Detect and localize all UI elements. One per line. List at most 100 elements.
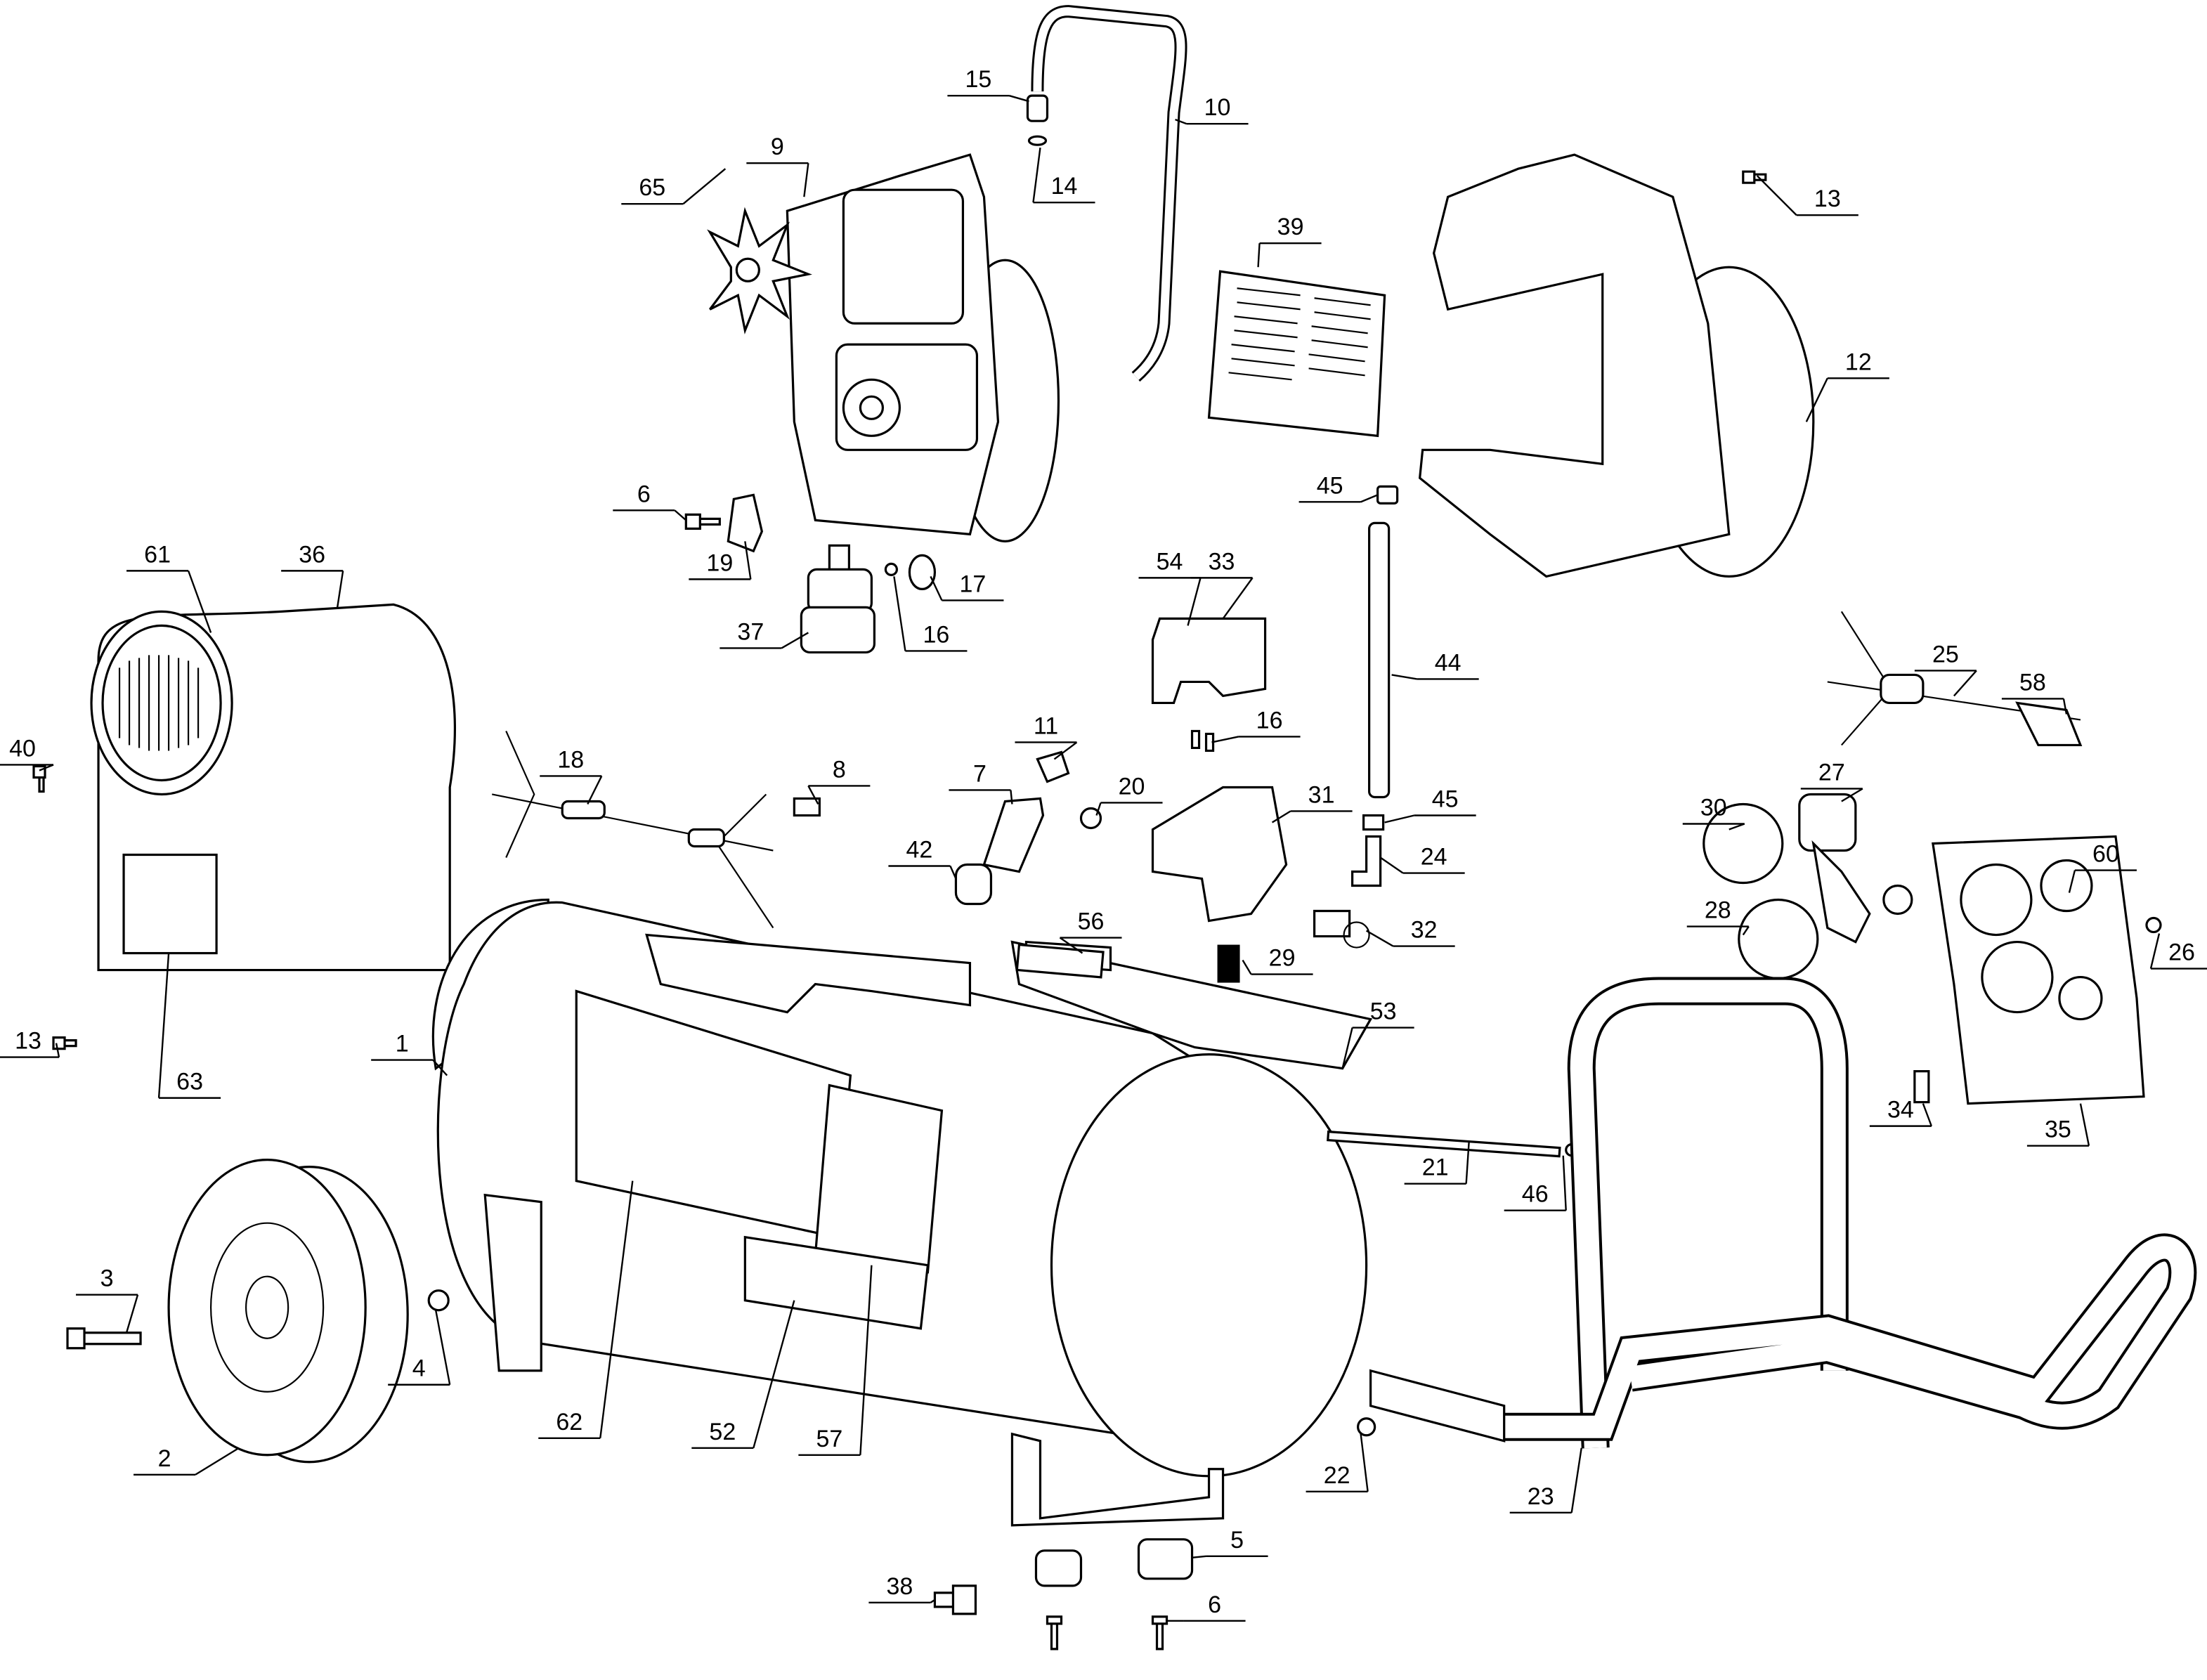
part-number-label: 61 — [144, 541, 171, 568]
callout-9: 9 — [746, 134, 809, 197]
leader-line — [1211, 736, 1239, 743]
leader-line — [1053, 741, 1078, 760]
callout-60: 60 — [2068, 841, 2137, 893]
leader-line — [435, 1310, 451, 1385]
callout-45: 45 — [1384, 786, 1476, 823]
part-number-label: 6 — [637, 481, 651, 507]
part-number-label: 45 — [1317, 472, 1343, 499]
motor-pump-9 — [707, 153, 1060, 542]
callout-44: 44 — [1391, 649, 1479, 680]
leader-line — [1187, 578, 1202, 626]
leader-line — [336, 571, 344, 608]
callout-13: 13 — [0, 1028, 60, 1058]
callout-16: 16 — [893, 576, 968, 652]
o-ring-14 — [1027, 135, 1048, 146]
callout-11: 11 — [1015, 712, 1078, 760]
callout-17: 17 — [930, 571, 1004, 601]
leader-line — [1465, 1141, 1470, 1184]
leader-line — [859, 1265, 873, 1455]
part-number-label: 37 — [737, 618, 764, 645]
part-number-label: 12 — [1845, 349, 1872, 375]
cap-11 — [1036, 750, 1070, 783]
part-number-label: 32 — [1411, 917, 1438, 944]
part-number-label: 62 — [556, 1409, 582, 1435]
leader-line — [1841, 788, 1863, 802]
leader-line — [125, 1294, 139, 1334]
part-number-label: 8 — [833, 756, 846, 783]
callout-45: 45 — [1298, 472, 1379, 503]
callout-19: 19 — [689, 541, 752, 580]
leader-line — [1742, 925, 1750, 936]
callout-35: 35 — [2026, 1103, 2090, 1147]
part-number-label: 60 — [2092, 841, 2119, 868]
belt-guard-61 — [90, 603, 456, 972]
part-number-label: 3 — [100, 1265, 114, 1292]
part-number-label: 46 — [1522, 1181, 1549, 1208]
drain-valve-38 — [933, 1584, 977, 1615]
callout-63: 63 — [157, 953, 221, 1099]
leader-line — [1729, 823, 1745, 831]
callout-23: 23 — [1509, 1447, 1582, 1514]
part-number-label: 33 — [1209, 548, 1235, 575]
leader-line — [682, 168, 727, 205]
leader-line — [1010, 790, 1013, 805]
regulator-31 — [1151, 786, 1288, 923]
callout-37: 37 — [720, 618, 809, 649]
bracket-19 — [727, 493, 764, 553]
parts — [32, 5, 2197, 1650]
part-number-label: 28 — [1705, 897, 1731, 924]
part-number-label: 13 — [1814, 185, 1841, 212]
leader-line — [930, 1598, 936, 1603]
callout-24: 24 — [1379, 844, 1465, 874]
callout-28: 28 — [1686, 897, 1750, 936]
callout-2: 2 — [134, 1445, 240, 1476]
leader-line — [807, 785, 819, 805]
callout-61: 61 — [126, 541, 212, 633]
fitting-45 — [1376, 485, 1399, 504]
part-number-label: 16 — [1256, 707, 1283, 734]
fitting-15 — [1026, 94, 1049, 122]
callout-30: 30 — [1682, 794, 1745, 831]
part-number-label: 2 — [158, 1445, 171, 1472]
callout-20: 20 — [1095, 773, 1163, 816]
callout-56: 56 — [1059, 909, 1122, 954]
screw-16b — [1190, 729, 1215, 753]
callout-31: 31 — [1271, 781, 1353, 823]
callout-34: 34 — [1869, 1097, 1932, 1127]
part-number-label: 44 — [1435, 649, 1461, 676]
valve-7 — [982, 797, 1045, 873]
callout-42: 42 — [888, 837, 957, 880]
callout-3: 3 — [76, 1265, 139, 1334]
leader-line — [1271, 810, 1291, 823]
callout-29: 29 — [1242, 945, 1313, 975]
part-number-label: 45 — [1432, 786, 1459, 812]
part-number-label: 25 — [1932, 641, 1959, 668]
callout-8: 8 — [807, 756, 871, 805]
fitting-42 — [954, 863, 993, 906]
part-number-label: 19 — [706, 549, 733, 576]
leader-line — [2079, 1103, 2090, 1146]
leader-line — [599, 1180, 634, 1438]
leader-line — [744, 541, 752, 580]
shroud-12 — [1418, 153, 1815, 578]
part-number-label: 36 — [299, 541, 325, 568]
callout-18: 18 — [540, 746, 603, 805]
leader-line — [893, 576, 906, 651]
tank-1 — [431, 898, 1373, 1527]
callout-54: 54 — [1138, 548, 1202, 626]
callout-14: 14 — [1032, 148, 1095, 204]
callout-53: 53 — [1341, 998, 1414, 1069]
leader-line — [187, 570, 212, 633]
leader-line — [157, 953, 170, 1098]
part-number-label: 17 — [960, 571, 987, 597]
part-number-label: 56 — [1078, 909, 1105, 935]
leader-line — [195, 1447, 240, 1476]
callout-62: 62 — [538, 1180, 634, 1439]
leader-line — [1095, 802, 1102, 816]
nut-20 — [1079, 807, 1102, 830]
part-number-label: 21 — [1422, 1154, 1449, 1181]
rod-21 — [1327, 1130, 1561, 1158]
leader-line — [55, 1043, 60, 1057]
bushing-26 — [2145, 916, 2162, 934]
callout-39: 39 — [1257, 214, 1322, 268]
